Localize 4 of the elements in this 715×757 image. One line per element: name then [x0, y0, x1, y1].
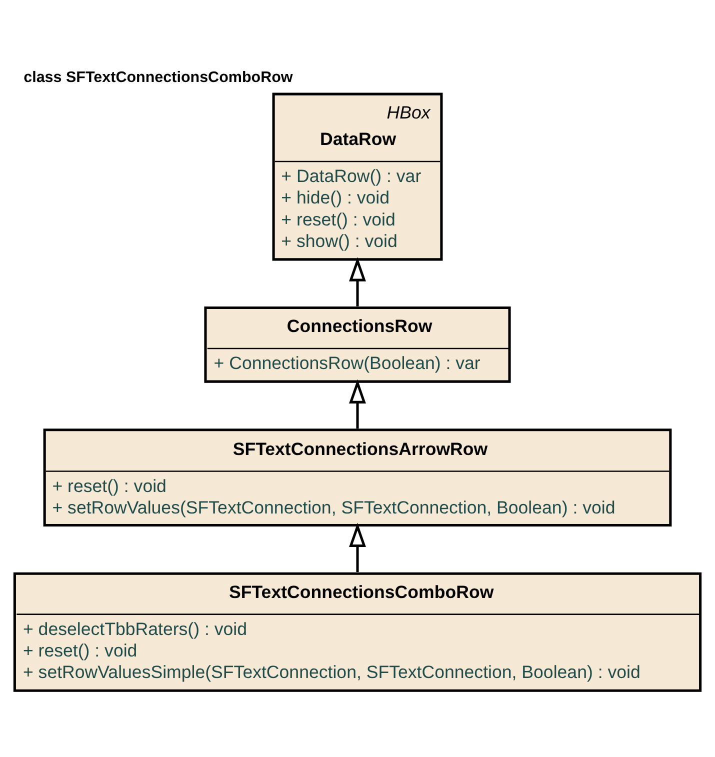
diagram-title: class SFTextConnectionsComboRow	[24, 68, 293, 86]
arrow	[349, 256, 366, 306]
arrow	[349, 522, 366, 572]
arrow	[349, 378, 366, 428]
